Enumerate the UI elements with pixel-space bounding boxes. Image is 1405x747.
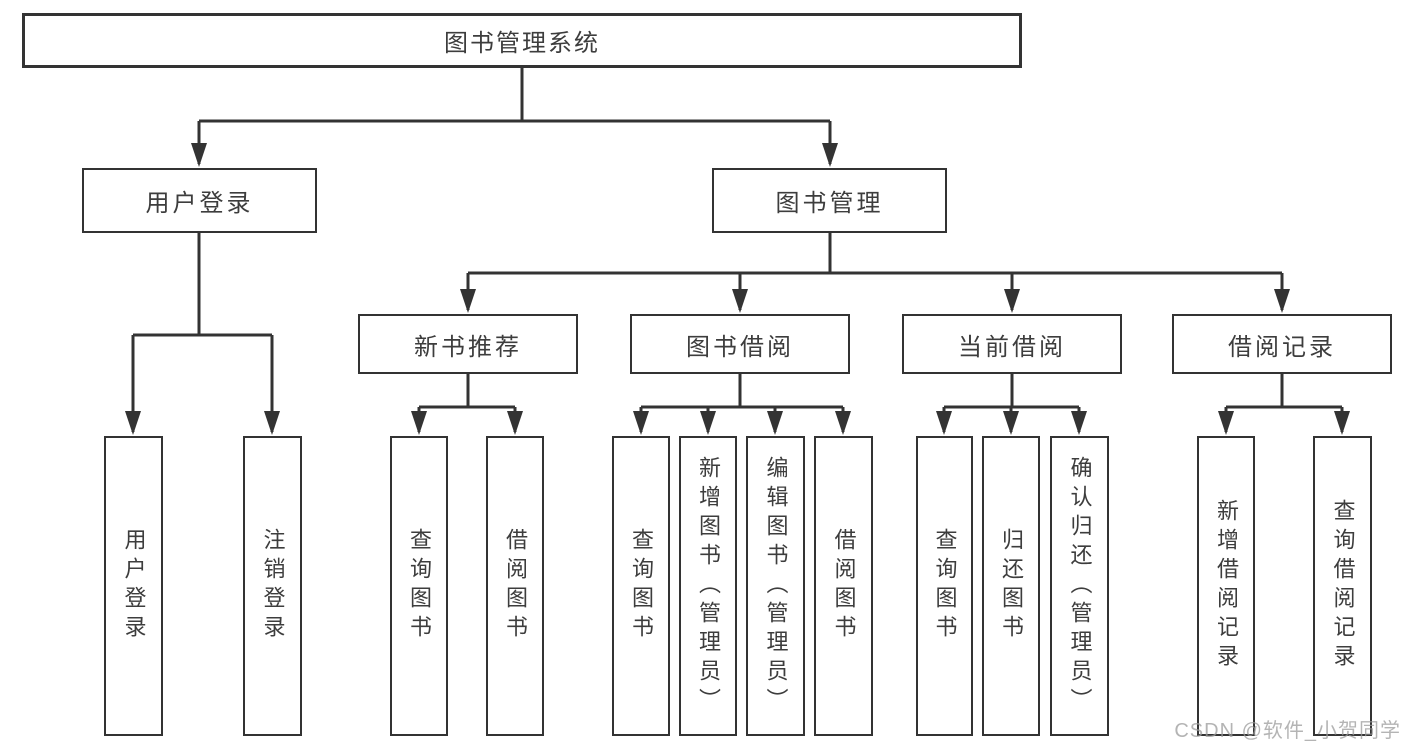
leaf-current-confirm-admin: 确认归还（管理员）	[1050, 436, 1109, 736]
node-root: 图书管理系统	[22, 13, 1022, 68]
leaf-borrow-add-admin: 新增图书（管理员）	[679, 436, 737, 736]
connector-root-to-level2	[191, 68, 838, 167]
node-new-book-recommend: 新书推荐	[358, 314, 578, 374]
connector-bookmgmt-to-level3	[460, 233, 1290, 313]
connector-records-to-leaves	[1218, 374, 1350, 435]
leaf-current-query: 查询图书	[916, 436, 973, 736]
connector-userlogin-to-leaves	[125, 233, 280, 435]
leaf-borrow-borrow: 借阅图书	[814, 436, 873, 736]
leaf-records-query: 查询借阅记录	[1313, 436, 1372, 736]
csdn-watermark: CSDN @软件_小贺同学	[1174, 720, 1401, 742]
leaf-borrow-edit-admin: 编辑图书（管理员）	[746, 436, 805, 736]
leaf-newbook-query: 查询图书	[390, 436, 448, 736]
connector-borrow-to-leaves	[633, 374, 851, 435]
leaf-newbook-borrow: 借阅图书	[486, 436, 544, 736]
node-book-borrow: 图书借阅	[630, 314, 850, 374]
node-borrow-records: 借阅记录	[1172, 314, 1392, 374]
connector-current-to-leaves	[936, 374, 1087, 435]
leaf-current-return: 归还图书	[982, 436, 1040, 736]
node-user-login: 用户登录	[82, 168, 317, 233]
leaf-user-login: 用户登录	[104, 436, 163, 736]
connector-newbook-to-leaves	[411, 374, 523, 435]
node-book-management: 图书管理	[712, 168, 947, 233]
leaf-records-add: 新增借阅记录	[1197, 436, 1255, 736]
node-current-borrow: 当前借阅	[902, 314, 1122, 374]
leaf-borrow-query: 查询图书	[612, 436, 670, 736]
leaf-logout: 注销登录	[243, 436, 302, 736]
